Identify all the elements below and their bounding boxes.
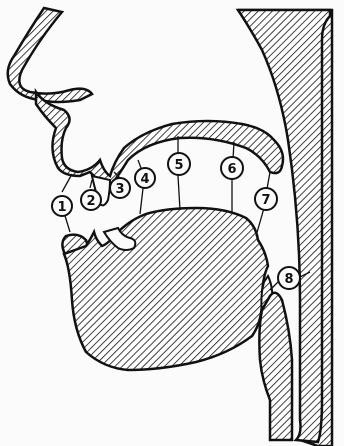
label-8: 8 [278, 267, 300, 289]
label-6-text: 6 [227, 162, 236, 177]
larynx [259, 293, 292, 440]
label-5: 5 [168, 153, 190, 175]
label-4: 4 [135, 168, 155, 188]
leader-line-1b [62, 174, 72, 192]
label-3-text: 3 [115, 182, 124, 197]
leader-line-5b [178, 176, 180, 210]
label-2: 2 [81, 190, 101, 210]
leader-line-7b [256, 208, 264, 236]
label-1-text: 1 [57, 200, 66, 215]
label-8-text: 8 [284, 272, 293, 287]
label-6: 6 [221, 157, 243, 179]
label-2-text: 2 [86, 194, 95, 209]
leader-line-2 [90, 180, 92, 188]
label-1: 1 [52, 196, 72, 216]
label-5-text: 5 [174, 158, 183, 173]
label-7: 7 [255, 188, 277, 210]
label-7-text: 7 [261, 193, 270, 208]
upper-jaw-palate [36, 92, 283, 184]
label-3: 3 [110, 178, 130, 198]
label-4-text: 4 [140, 172, 149, 187]
tongue-and-jaw [64, 208, 268, 370]
nose-profile [8, 8, 92, 102]
